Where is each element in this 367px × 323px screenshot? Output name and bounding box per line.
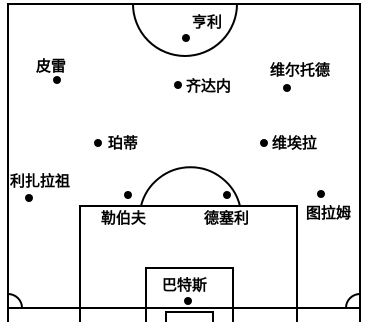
player-marker: 维尔托德 <box>270 61 330 92</box>
player-dot <box>223 191 231 199</box>
player-marker: 维埃拉 <box>260 134 317 152</box>
player-marker: 珀蒂 <box>94 134 138 152</box>
player-dot <box>94 139 102 147</box>
player-name-label: 皮雷 <box>36 57 66 75</box>
player-marker: 齐达内 <box>174 77 231 95</box>
player-marker: 利扎拉祖 <box>10 172 70 202</box>
player-dot <box>182 34 190 42</box>
player-name-label: 巴特斯 <box>162 276 207 294</box>
player-dot <box>25 194 33 202</box>
pitch-boundary <box>7 3 361 322</box>
player-marker: 皮雷 <box>36 57 66 84</box>
goal-area <box>145 267 234 322</box>
player-dot <box>53 76 61 84</box>
player-marker: 德塞利 <box>204 191 249 227</box>
corner-arc-left <box>7 293 23 309</box>
penalty-arc <box>140 166 241 207</box>
player-name-label: 珀蒂 <box>108 134 138 152</box>
goal <box>165 311 214 322</box>
player-name-label: 维埃拉 <box>272 134 317 152</box>
center-circle-arc <box>132 3 238 57</box>
player-dot <box>317 190 325 198</box>
player-name-label: 齐达内 <box>186 77 231 95</box>
player-dot <box>260 139 268 147</box>
player-name-label: 利扎拉祖 <box>10 172 70 190</box>
player-name-label: 图拉姆 <box>306 204 351 222</box>
player-name-label: 亨利 <box>192 13 222 31</box>
penalty-box <box>79 205 298 322</box>
player-name-label: 维尔托德 <box>270 61 330 79</box>
player-name-label: 德塞利 <box>204 209 249 227</box>
player-marker: 图拉姆 <box>306 190 351 222</box>
player-dot <box>174 81 182 89</box>
player-name-label: 勒伯夫 <box>101 209 147 227</box>
player-dot <box>283 84 291 92</box>
player-marker: 亨利 <box>182 13 222 42</box>
player-dot <box>184 297 192 305</box>
player-marker: 勒伯夫 <box>101 191 147 227</box>
player-dot <box>124 191 132 199</box>
player-marker: 巴特斯 <box>162 276 207 305</box>
corner-arc-right <box>345 293 361 309</box>
